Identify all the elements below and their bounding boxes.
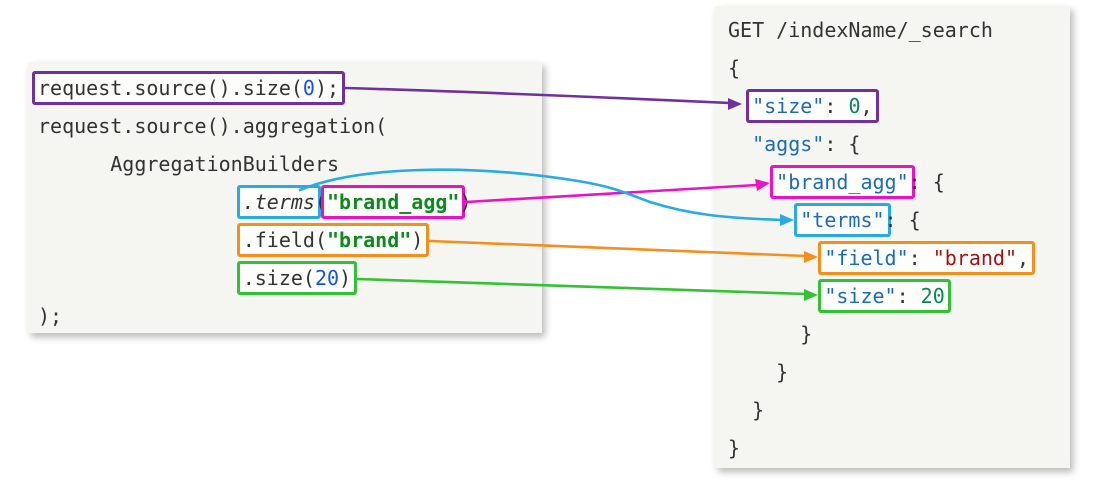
code-token: : { [824,132,861,156]
dsl-close-2: } [728,353,1070,391]
json-query-panel: GET /indexName/_search { "size": 0, "aggs… [715,6,1070,468]
code-token: request.source().size( [38,76,303,100]
code-token: { [728,56,741,80]
code-token: : [824,94,849,118]
code-token: "field" [824,246,909,270]
java-builders-line: AggregationBuilders [38,145,542,183]
dsl-field-line: "field": "brand", [728,239,1070,277]
dsl-brand-agg-box: "brand_agg" [770,165,915,199]
code-token: : { [908,170,945,194]
code-token: 20 [314,266,340,290]
code-token: , [860,94,873,118]
java-code-panel: request.source().size(0);request.source(… [28,62,542,333]
code-token: , [1017,246,1030,270]
dsl-size20-line: "size": 20 [728,277,1070,315]
code-token: request.source().aggregation( [38,114,388,138]
code-token: "brand_agg" [776,170,909,194]
code-token [728,170,776,194]
dsl-close-3: } [728,391,1070,429]
code-token: ) [339,266,352,290]
code-token: ) [459,190,472,214]
dsl-size20-box: "size": 20 [818,279,951,313]
code-token: AggregationBuilders [38,152,340,176]
code-token [728,246,824,270]
java-brand-agg-box: "brand_agg" [321,185,466,219]
dsl-size-box: "size": 0, [746,89,879,123]
code-token: : [908,246,933,270]
java-size-line: request.source().size(0); [32,69,542,107]
java-size20-box: .size(20) [236,261,358,295]
dsl-terms-line: "terms": { [728,201,1070,239]
code-token: "brand" [932,246,1018,270]
code-token: ); [38,304,63,328]
code-token: 0 [848,94,861,118]
code-token: ) [411,228,424,252]
code-token [728,132,752,156]
dsl-close-4: } [728,429,1070,467]
java-terms-line: .terms("brand_agg") [38,183,542,221]
code-token: GET /indexName/_search [728,18,993,42]
dsl-field-box: "field": "brand", [818,241,1036,275]
java-terms-box: .terms [236,185,321,219]
code-token: "brand" [327,228,412,252]
dsl-close-1: } [728,315,1070,353]
dsl-request-line: GET /indexName/_search [728,11,1070,49]
dsl-size-line: "size": 0, [728,87,1070,125]
dsl-brand-agg-line: "brand_agg": { [728,163,1070,201]
code-token: "brand_agg" [327,190,460,214]
code-token: } [728,322,813,346]
code-token: } [728,436,741,460]
java-aggregation-line: request.source().aggregation( [38,107,542,145]
dsl-open-brace: { [728,49,1070,87]
code-token [38,190,243,214]
code-token: .terms [242,190,315,214]
java-size-box: request.source().size(0); [32,71,346,105]
code-token: } [728,398,765,422]
java-close-line: ); [38,297,542,335]
code-token: ); [314,76,340,100]
code-token: .field( [242,228,327,252]
code-token: : { [884,208,921,232]
dsl-aggs-line: "aggs": { [728,125,1070,163]
java-field-line: .field("brand") [38,221,542,259]
code-token: 0 [302,76,315,100]
code-token: "aggs" [752,132,825,156]
java-size20-line: .size(20) [38,259,542,297]
java-field-box: .field("brand") [236,223,430,257]
code-token: .size( [242,266,315,290]
code-token [728,284,824,308]
code-token: } [728,360,789,384]
code-token [38,228,243,252]
code-token: : [896,284,921,308]
code-token [728,208,800,232]
code-token: 20 [920,284,945,308]
code-token: "size" [752,94,825,118]
code-token: "size" [824,284,897,308]
dsl-terms-box: "terms" [794,203,891,237]
code-token: "terms" [800,208,885,232]
code-token [38,266,243,290]
